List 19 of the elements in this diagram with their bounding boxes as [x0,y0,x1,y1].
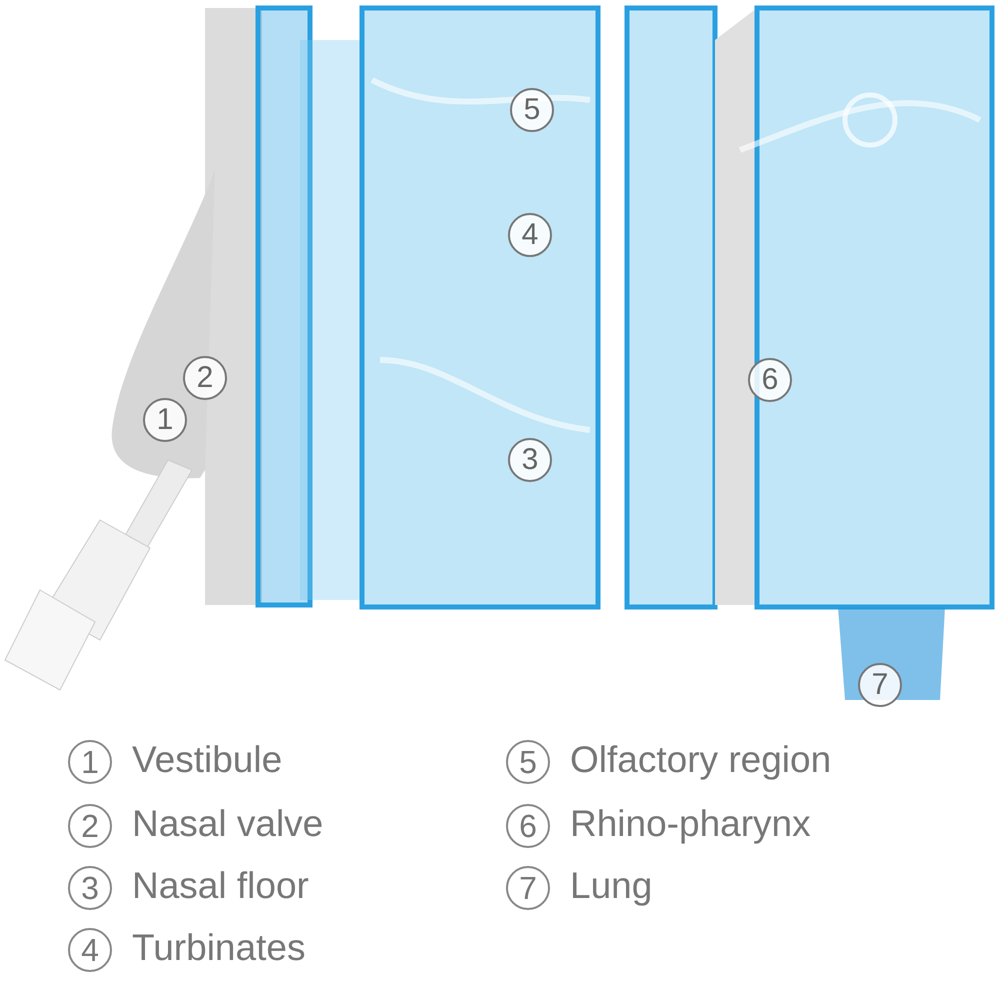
key-label: Nasal floor [132,864,309,908]
callout-number: 7 [506,866,550,910]
callout-number: 5 [510,88,554,132]
callout-number: 3 [68,866,112,910]
key-label: Olfactory region [570,738,832,782]
key-label: Turbinates [132,926,306,970]
callout-number: 7 [858,663,902,707]
callout-number: 5 [506,740,550,784]
callout-number: 6 [506,804,550,848]
callout-number: 4 [68,928,112,972]
callout-number: 2 [68,804,112,848]
callout-number: 1 [68,740,112,784]
key-label: Vestibule [132,738,282,782]
key-label: Lung [570,864,652,908]
callout-number: 3 [508,438,552,482]
callout-number: 4 [508,213,552,257]
callout-number: 6 [748,358,792,402]
key-label: Rhino-pharynx [570,802,811,846]
key-label: Nasal valve [132,802,324,846]
